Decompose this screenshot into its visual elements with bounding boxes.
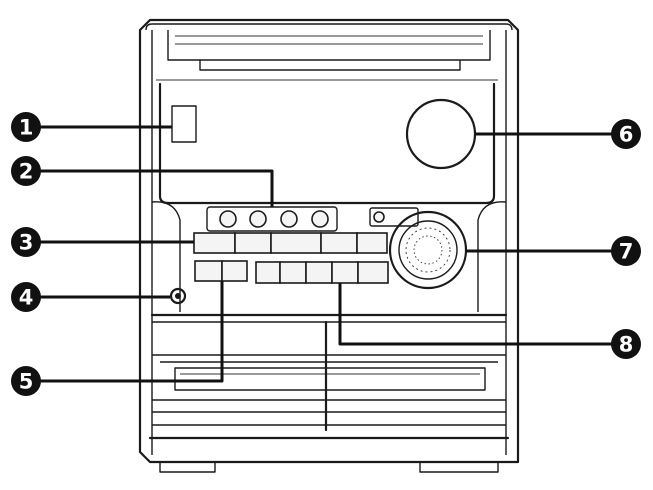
function-button[interactable] xyxy=(234,232,272,254)
function-button[interactable] xyxy=(356,232,388,254)
function-button-row xyxy=(193,232,388,254)
lower-button[interactable] xyxy=(279,261,307,284)
lower-button[interactable] xyxy=(255,261,281,284)
volume-knob[interactable] xyxy=(405,98,477,170)
stereo-cabinet xyxy=(138,18,520,473)
left-button[interactable] xyxy=(194,260,223,282)
disc-button-1[interactable] xyxy=(219,210,237,228)
leader-line-8 xyxy=(338,283,612,346)
function-button[interactable] xyxy=(320,232,358,254)
callout-badge-4: 4 xyxy=(11,282,41,312)
disc-button-3[interactable] xyxy=(280,210,298,228)
svg-text:6: 6 xyxy=(619,123,634,147)
leader-lines xyxy=(36,125,612,383)
callout-badge-3: 3 xyxy=(11,227,41,257)
lower-button[interactable] xyxy=(357,261,389,284)
leader-line-2 xyxy=(36,169,274,207)
headphone-jack[interactable] xyxy=(169,287,187,305)
sensor-window xyxy=(171,105,197,143)
disc-tray-buttons xyxy=(206,206,338,232)
left-button[interactable] xyxy=(221,260,248,282)
lower-button-row xyxy=(255,261,389,284)
callout-badge-2: 2 xyxy=(11,156,41,186)
dial-side-button[interactable] xyxy=(369,207,419,227)
svg-text:8: 8 xyxy=(619,333,634,357)
callout-badge-7: 7 xyxy=(611,236,641,266)
svg-text:5: 5 xyxy=(19,370,34,394)
leader-line-5 xyxy=(36,281,224,383)
lower-button[interactable] xyxy=(331,261,359,284)
callout-badge-8: 8 xyxy=(611,329,641,359)
svg-text:1: 1 xyxy=(19,116,34,140)
disc-button-2[interactable] xyxy=(249,210,267,228)
lower-button[interactable] xyxy=(305,261,333,284)
function-button[interactable] xyxy=(193,232,236,254)
disc-button-4[interactable] xyxy=(311,210,329,228)
svg-text:4: 4 xyxy=(19,286,34,310)
svg-text:3: 3 xyxy=(19,231,34,255)
svg-text:7: 7 xyxy=(619,240,634,264)
callout-badge-6: 6 xyxy=(611,119,641,149)
function-button[interactable] xyxy=(270,232,322,254)
svg-text:2: 2 xyxy=(19,160,34,184)
callout-badge-5: 5 xyxy=(11,366,41,396)
left-button-group xyxy=(194,260,248,282)
callout-badge-1: 1 xyxy=(11,112,41,142)
jog-dial[interactable] xyxy=(388,210,468,290)
